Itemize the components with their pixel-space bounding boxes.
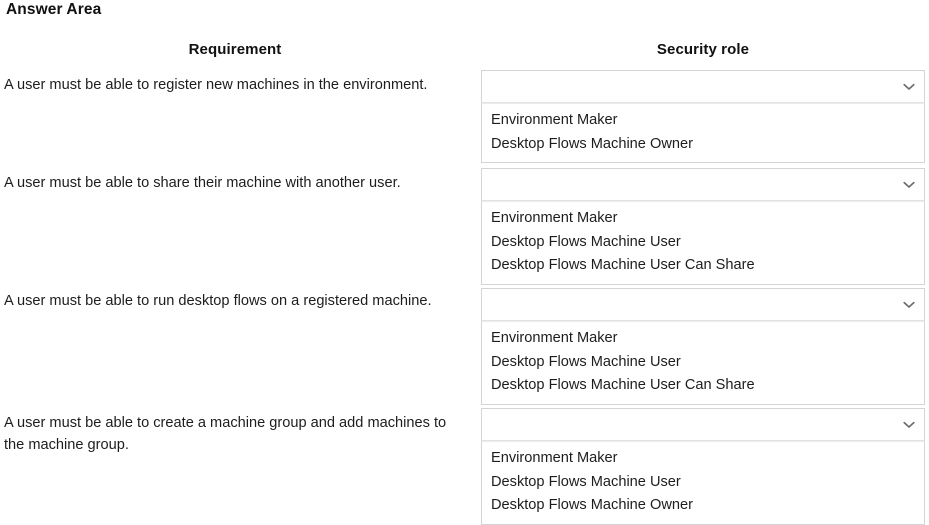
list-item[interactable]: Desktop Flows Machine User Can Share — [491, 257, 755, 274]
list-item[interactable]: Desktop Flows Machine Owner — [491, 135, 693, 152]
security-role-select[interactable] — [481, 70, 925, 103]
security-role-select[interactable] — [481, 408, 925, 441]
chevron-down-icon[interactable] — [903, 300, 915, 310]
chevron-down-icon[interactable] — [903, 180, 915, 190]
security-role-select[interactable] — [481, 288, 925, 321]
page-title: Answer Area — [6, 1, 102, 18]
list-item[interactable]: Environment Maker — [491, 210, 618, 226]
security-role-select[interactable] — [481, 168, 925, 201]
list-item[interactable]: Desktop Flows Machine User — [491, 353, 681, 370]
requirement-text: A user must be able to run desktop flows… — [4, 293, 432, 309]
list-item[interactable]: Desktop Flows Machine User — [491, 233, 681, 250]
list-item[interactable]: Environment Maker — [491, 112, 618, 128]
requirement-text: A user must be able to register new mach… — [4, 77, 428, 93]
column-header-requirement: Requirement — [188, 41, 282, 58]
list-item[interactable]: Desktop Flows Machine User — [491, 473, 681, 490]
requirement-text: A user must be able to share their machi… — [4, 175, 401, 191]
list-item[interactable]: Desktop Flows Machine User Can Share — [491, 377, 755, 394]
list-item[interactable]: Environment Maker — [491, 330, 618, 346]
list-item[interactable]: Environment Maker — [491, 450, 618, 466]
requirement-text: A user must be able to create a machine … — [4, 415, 447, 454]
column-header-security-role: Security role — [656, 41, 750, 58]
list-item[interactable]: Desktop Flows Machine Owner — [491, 497, 693, 514]
chevron-down-icon[interactable] — [903, 82, 915, 92]
chevron-down-icon[interactable] — [903, 420, 915, 430]
